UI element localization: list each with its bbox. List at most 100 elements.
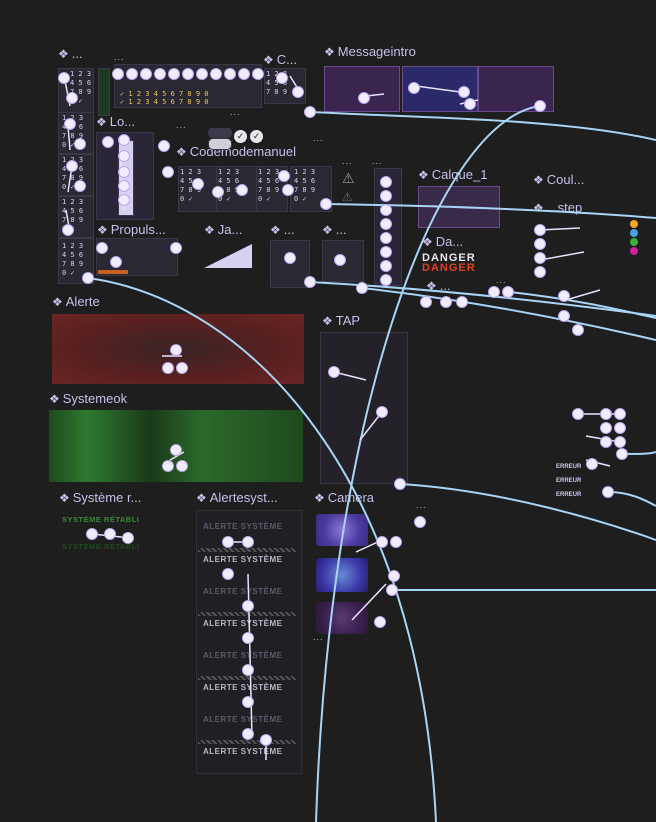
color-swatch-blue[interactable] [630,229,638,237]
connection-node[interactable] [558,290,570,302]
connection-node[interactable] [64,118,76,130]
connection-node[interactable] [118,166,130,178]
frame-label-ellipsis4[interactable]: ❖... [426,278,451,293]
connection-node[interactable] [602,486,614,498]
connection-node[interactable] [284,252,296,264]
connection-node[interactable] [86,528,98,540]
connection-node[interactable] [158,140,170,152]
frame-label-da[interactable]: ❖Da... [422,234,464,249]
connection-node[interactable] [162,460,174,472]
connection-node[interactable] [614,436,626,448]
frame-label-systemer[interactable]: ❖Système r... [59,490,142,505]
connection-node[interactable] [534,224,546,236]
connection-node[interactable] [276,72,288,84]
connection-node[interactable] [112,68,124,80]
frame-label-camera[interactable]: ❖Camera [314,490,375,505]
check-icon[interactable]: ✓ [250,130,263,143]
connection-node[interactable] [182,68,194,80]
connection-node[interactable] [252,68,264,80]
connection-node[interactable] [104,528,116,540]
frame-label-tap[interactable]: ❖TAP [322,313,361,328]
connection-node[interactable] [242,632,254,644]
frame-label-ellipsis3[interactable]: ❖... [322,222,347,237]
connection-node[interactable] [278,170,290,182]
connection-node[interactable] [320,198,332,210]
connection-node[interactable] [62,224,74,236]
connection-node[interactable] [464,98,476,110]
connection-node[interactable] [74,180,86,192]
connection-node[interactable] [616,448,628,460]
connection-node[interactable] [534,266,546,278]
connection-node[interactable] [96,242,108,254]
connection-node[interactable] [380,176,392,188]
connection-node[interactable] [380,274,392,286]
connection-node[interactable] [304,276,316,288]
frame-label-calque[interactable]: ❖Calque_1 [418,167,488,182]
frame-label-alertesyst[interactable]: ❖Alertesyst... [196,490,278,505]
connection-node[interactable] [260,734,272,746]
connection-node[interactable] [358,92,370,104]
connection-node[interactable] [210,68,222,80]
connection-node[interactable] [376,536,388,548]
connection-node[interactable] [380,246,392,258]
frame-label-ellipsis[interactable]: ❖... [58,46,83,61]
connection-node[interactable] [224,68,236,80]
connection-node[interactable] [380,190,392,202]
connection-node[interactable] [420,296,432,308]
frame-label-ellipsis2[interactable]: ❖... [270,222,295,237]
connection-node[interactable] [118,134,130,146]
connection-node[interactable] [394,478,406,490]
connection-node[interactable] [586,458,598,470]
toggle-widget[interactable] [208,128,232,138]
connection-node[interactable] [66,160,78,172]
connection-node[interactable] [66,92,78,104]
connection-node[interactable] [390,536,402,548]
connection-node[interactable] [458,86,470,98]
connection-node[interactable] [282,184,294,196]
connection-node[interactable] [242,664,254,676]
frame-label-lo[interactable]: ❖Lo... [96,114,136,129]
connection-node[interactable] [614,422,626,434]
connection-node[interactable] [118,150,130,162]
connection-node[interactable] [534,100,546,112]
connection-node[interactable] [374,616,386,628]
connection-node[interactable] [118,180,130,192]
frame-label-systemeok[interactable]: ❖Systemeok [49,391,128,406]
connection-node[interactable] [304,106,316,118]
connection-node[interactable] [600,422,612,434]
connection-node[interactable] [502,286,514,298]
color-swatch-magenta[interactable] [630,247,638,255]
connection-node[interactable] [74,138,86,150]
frame-label-coul[interactable]: ❖Coul... [533,172,585,187]
connection-node[interactable] [380,218,392,230]
check-icon[interactable]: ✓ [234,130,247,143]
connection-node[interactable] [242,696,254,708]
connection-node[interactable] [140,68,152,80]
connection-node[interactable] [380,232,392,244]
connection-node[interactable] [176,362,188,374]
connection-node[interactable] [222,536,234,548]
connection-node[interactable] [328,366,340,378]
connection-node[interactable] [572,324,584,336]
connection-node[interactable] [196,68,208,80]
connection-node[interactable] [154,68,166,80]
connection-node[interactable] [236,184,248,196]
connection-node[interactable] [534,252,546,264]
color-swatch-orange[interactable] [630,220,638,228]
connection-node[interactable] [600,408,612,420]
connection-node[interactable] [162,362,174,374]
connection-node[interactable] [82,272,94,284]
connection-node[interactable] [334,254,346,266]
frame-label-c[interactable]: ❖C... [263,52,297,67]
connection-node[interactable] [168,68,180,80]
connection-node[interactable] [414,516,426,528]
toggle-widget[interactable] [208,138,232,150]
connection-node[interactable] [176,460,188,472]
connection-node[interactable] [380,204,392,216]
connection-node[interactable] [488,286,500,298]
connection-node[interactable] [238,68,250,80]
camera-feed-2[interactable] [316,558,368,592]
connection-node[interactable] [222,568,234,580]
connection-node[interactable] [386,584,398,596]
frame-label-propuls[interactable]: ❖Propuls... [97,222,166,237]
